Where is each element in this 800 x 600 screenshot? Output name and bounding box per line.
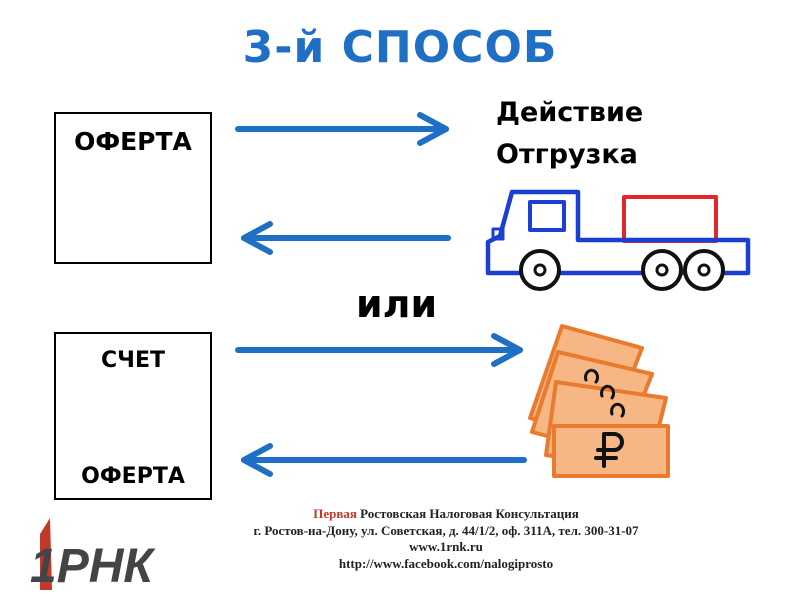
truck-icon	[485, 189, 751, 291]
logo-1rnk: 1РНК	[30, 518, 156, 593]
invoice-box-label: СЧЕТ	[101, 348, 165, 373]
footer-facebook[interactable]: http://www.facebook.com/nalogiprosto	[338, 555, 554, 571]
arrow-left-top	[241, 221, 451, 255]
footer-org: Первая Ростовская Налоговая Консультация	[212, 506, 680, 523]
offer-box-top: ОФЕРТА	[54, 112, 212, 264]
arrow-right-top	[235, 112, 449, 146]
footer-org-first: Первая	[313, 506, 357, 521]
footer: Первая Ростовская Налоговая Консультация…	[212, 506, 680, 572]
action-text: Действие Отгрузка	[496, 92, 643, 176]
action-line-1: Действие	[496, 97, 644, 128]
offer-box-top-label: ОФЕРТА	[74, 127, 192, 156]
ruble-sign-icon	[594, 432, 624, 468]
arrow-left-bottom	[241, 443, 527, 477]
slide-title: 3-й СПОСОБ	[242, 22, 558, 73]
banknotes-icon	[528, 324, 670, 478]
footer-org-rest: Ростовская Налоговая Консультация	[356, 506, 579, 521]
footer-website[interactable]: www.1rnk.ru	[409, 539, 483, 554]
arrow-right-bottom	[235, 333, 523, 367]
action-line-2: Отгрузка	[496, 139, 638, 170]
separator-or: или	[356, 282, 438, 326]
invoice-box-offer-label: ОФЕРТА	[81, 464, 185, 489]
logo-text: 1РНК	[30, 540, 156, 593]
footer-address: г. Ростов-на-Дону, ул. Советская, д. 44/…	[253, 522, 639, 538]
invoice-box-bottom: СЧЕТ ОФЕРТА	[54, 332, 212, 500]
